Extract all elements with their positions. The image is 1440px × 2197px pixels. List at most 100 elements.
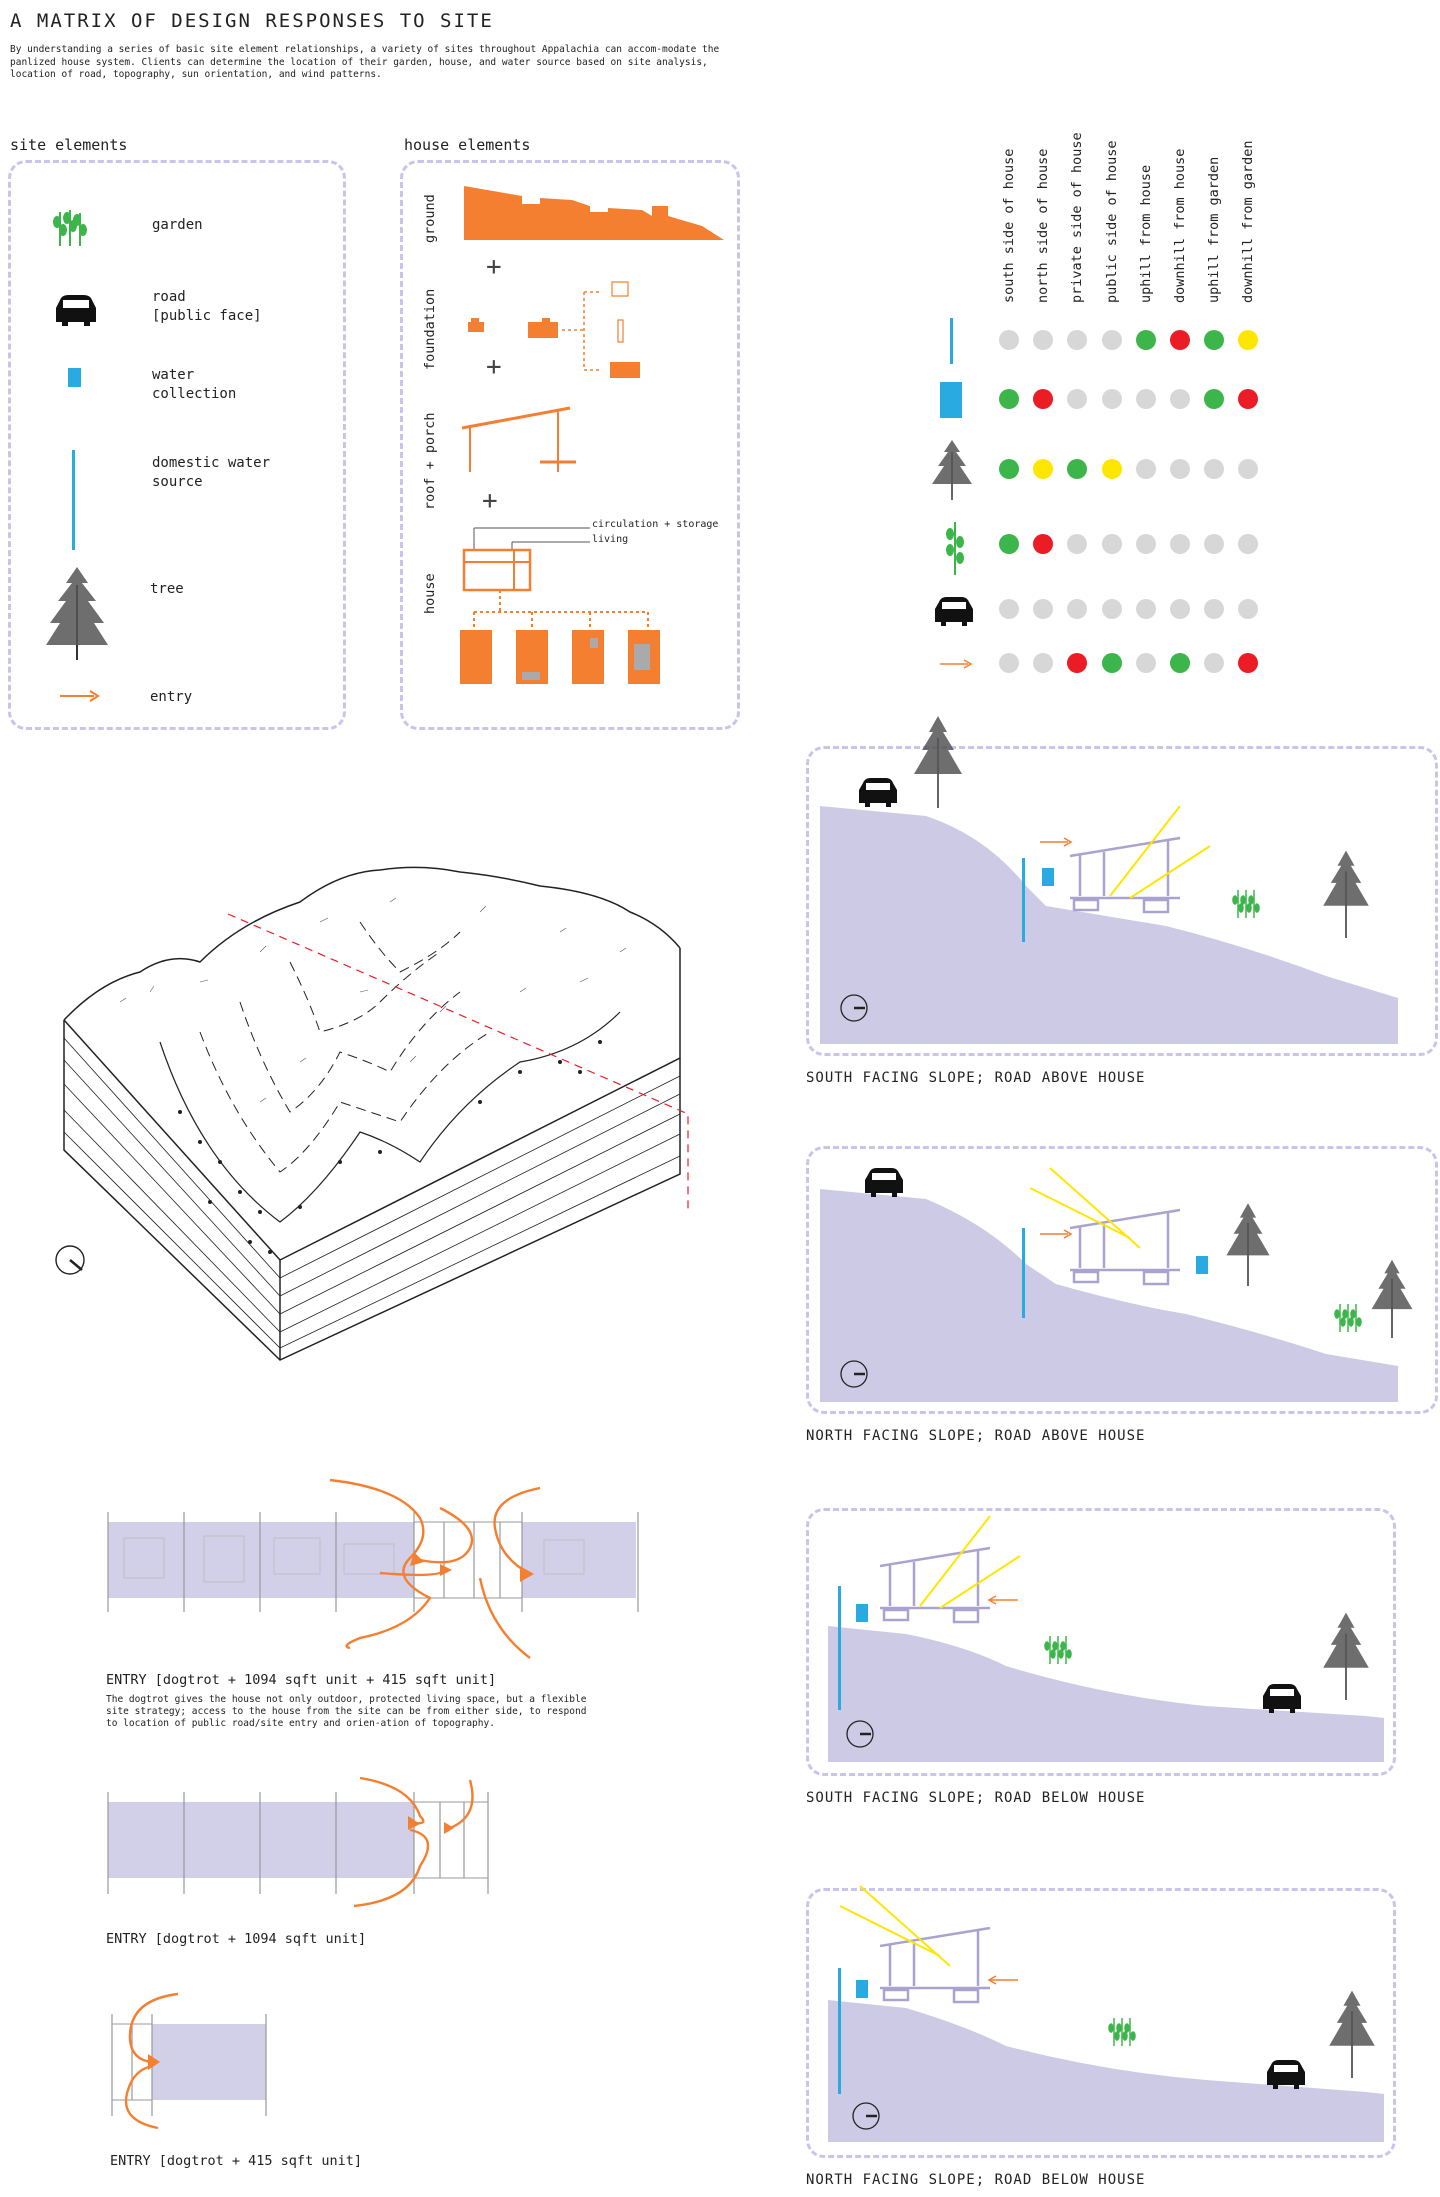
plan-1094-caption: ENTRY [dogtrot + 1094 sqft unit]: [106, 1931, 367, 1947]
matrix-dot: [1170, 534, 1190, 554]
section-caption: SOUTH FACING SLOPE; ROAD BELOW HOUSE: [806, 1790, 1146, 1806]
plus-sign-1: +: [486, 252, 502, 282]
matrix-dot: [1170, 389, 1190, 409]
house-graphic: [460, 527, 660, 684]
matrix-column-header: public side of house: [1103, 140, 1120, 303]
matrix-dot: [1101, 599, 1122, 619]
plan-full-entry-arrows: [329, 1478, 541, 1659]
plan-full-note: The dogtrot gives the house not only out…: [106, 1694, 587, 1729]
matrix-dot: [1238, 599, 1259, 619]
house-elements-panel: [400, 160, 740, 730]
matrix-dot: [1067, 534, 1088, 554]
water-tank-icon: [68, 368, 81, 387]
site-label-road: road [public face]: [152, 289, 262, 324]
section-caption: NORTH FACING SLOPE; ROAD BELOW HOUSE: [806, 2172, 1146, 2188]
matrix-dot: [999, 459, 1019, 479]
matrix-dot: [1135, 653, 1156, 673]
matrix-row-icon-car: [935, 597, 973, 626]
site-label-water-collection: water collection: [152, 367, 237, 402]
matrix-dot: [1238, 534, 1259, 554]
matrix-dot: [1101, 330, 1122, 350]
matrix-row-icon-water-pipe: [950, 318, 953, 364]
matrix-dot: [1135, 459, 1156, 479]
matrix-column-header: downhill from garden: [1240, 140, 1257, 303]
section-panel: [806, 1146, 1438, 1414]
matrix-dot: [1238, 330, 1259, 350]
section-caption: NORTH FACING SLOPE; ROAD ABOVE HOUSE: [806, 1428, 1146, 1444]
plan-full-drawing: [107, 1512, 639, 1612]
plan-415-caption: ENTRY [dogtrot + 415 sqft unit]: [110, 2153, 362, 2169]
matrix-dot: [1170, 599, 1190, 619]
matrix-dot: [1067, 599, 1088, 619]
matrix-dot: [999, 330, 1019, 350]
matrix-dot: [1204, 653, 1225, 673]
roof-porch-graphic: [461, 406, 576, 472]
matrix-dot: [1204, 534, 1225, 554]
matrix-dot: [1204, 330, 1225, 350]
matrix-dot: [1238, 459, 1259, 479]
terrain-block-drawing: [55, 866, 689, 1361]
site-label-entry: entry: [150, 689, 193, 705]
matrix-dot: [1033, 534, 1054, 554]
arrow-icon: [60, 690, 100, 702]
section-caption: SOUTH FACING SLOPE; ROAD ABOVE HOUSE: [806, 1070, 1146, 1086]
matrix-dot: [1067, 389, 1088, 409]
row-label-roof-porch: roof + porch: [422, 412, 438, 510]
matrix-row-icon-arrow: [940, 659, 973, 669]
matrix-dot: [1135, 534, 1156, 554]
row-label-house: house: [422, 573, 438, 614]
matrix-dot: [999, 599, 1019, 619]
site-label-garden: garden: [152, 217, 203, 233]
matrix-dot: [1033, 389, 1054, 409]
matrix-dot: [999, 653, 1019, 673]
matrix-dot: [1170, 330, 1190, 350]
plan-1094-entry-arrows: [353, 1776, 474, 1908]
row-label-ground: ground: [422, 194, 438, 243]
matrix-dot: [1033, 653, 1054, 673]
matrix-row-icon-garden: [946, 522, 964, 575]
matrix-dot: [1067, 653, 1088, 673]
car-icon: [56, 295, 96, 326]
matrix-dot: [999, 389, 1019, 409]
matrix-column-header: uphill from house: [1137, 164, 1154, 303]
matrix-row-icon-tree: [932, 440, 972, 500]
house-elements-heading: house elements: [404, 136, 531, 154]
plus-sign-3: +: [482, 486, 498, 516]
water-pipe-icon: [72, 450, 75, 550]
page-title: A MATRIX OF DESIGN RESPONSES TO SITE: [10, 10, 494, 32]
plus-sign-2: +: [486, 352, 502, 382]
section-panel: [806, 1888, 1396, 2158]
matrix-row-icon-water-tank: [940, 382, 962, 418]
matrix-dot: [1067, 459, 1088, 479]
section-drawing: [828, 1515, 1384, 1762]
garden-icon: [53, 210, 87, 246]
site-elements-panel: [8, 160, 346, 730]
matrix-dot: [1101, 653, 1122, 673]
matrix-dot: [1238, 389, 1259, 409]
matrix-dot: [1204, 599, 1225, 619]
matrix-dot: [1170, 653, 1190, 673]
plan-415-entry-arrows: [124, 1992, 179, 2130]
section-panel: [806, 746, 1438, 1056]
matrix-dot: [1033, 459, 1054, 479]
matrix-dot: [1204, 459, 1225, 479]
site-elements-heading: site elements: [10, 136, 128, 154]
section-panel: [806, 1508, 1396, 1776]
ground-graphic: [464, 186, 724, 240]
site-label-domestic-water: domestic water source: [152, 455, 271, 490]
matrix-dot: [1033, 330, 1054, 350]
matrix-dot: [1135, 330, 1156, 350]
section-drawing: [828, 1885, 1384, 2142]
site-label-tree: tree: [150, 581, 184, 597]
matrix-column-header: downhill from house: [1172, 148, 1188, 303]
foundation-graphic: [468, 281, 640, 378]
plan-full-caption: ENTRY [dogtrot + 1094 sqft unit + 415 sq…: [106, 1672, 497, 1688]
matrix-dot: [1101, 534, 1122, 554]
matrix-dot: [1135, 599, 1156, 619]
matrix-dot: [1101, 459, 1122, 479]
intro-text: By understanding a series of basic site …: [10, 44, 720, 80]
matrix-dot: [1033, 599, 1054, 619]
matrix-dot: [1170, 459, 1190, 479]
matrix-dot: [1101, 389, 1122, 409]
matrix-dot: [1238, 653, 1259, 673]
